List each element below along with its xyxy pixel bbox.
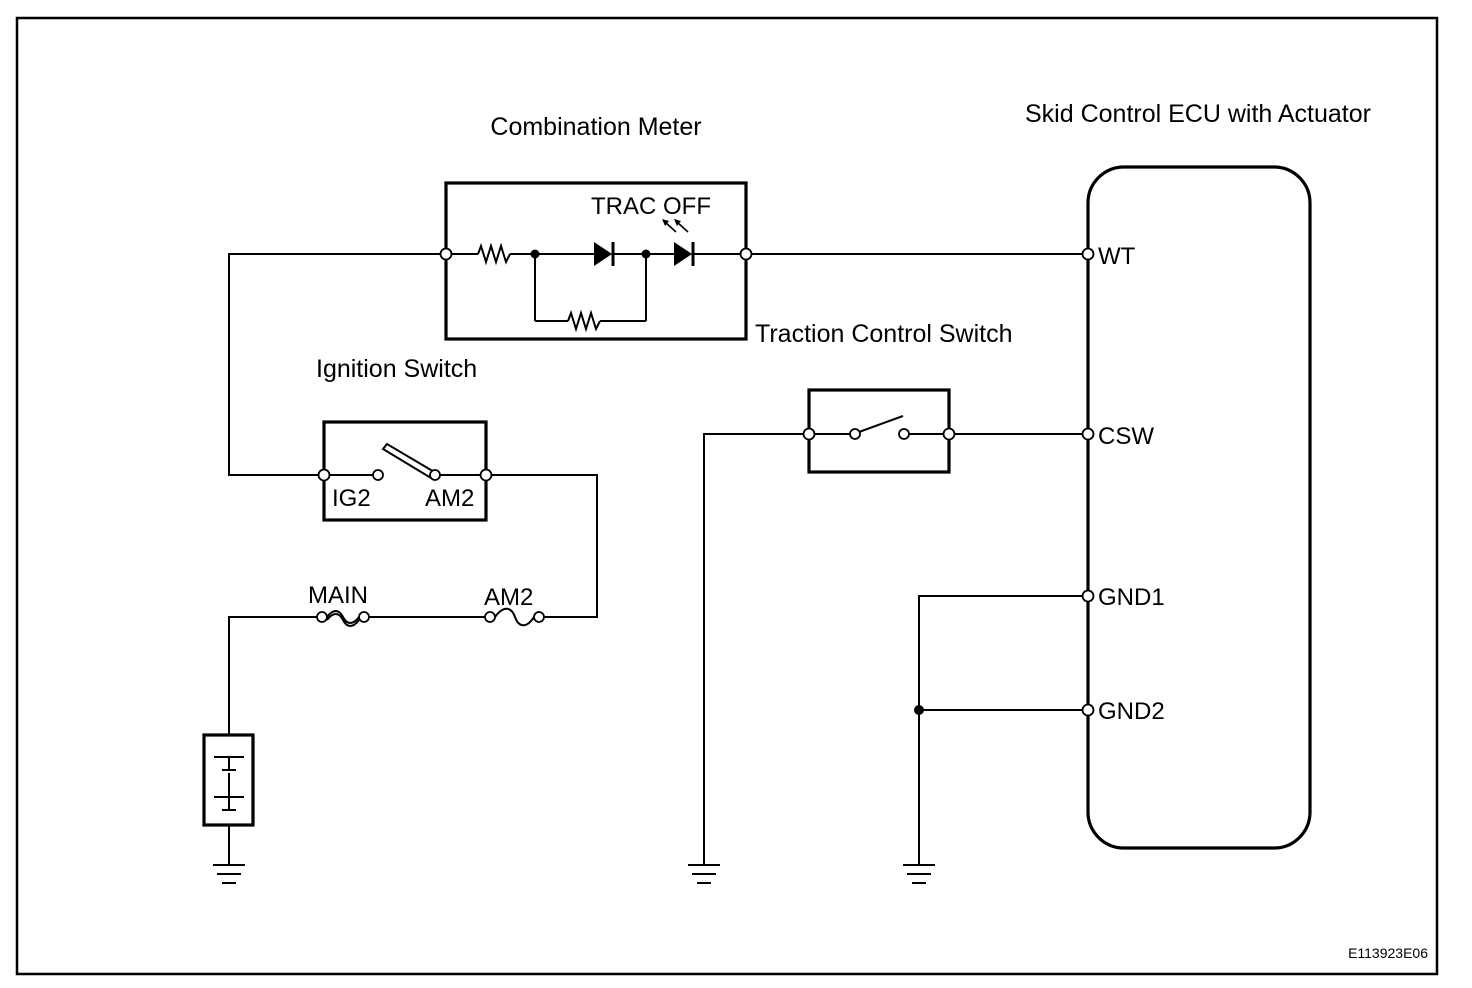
meter-junction-dot bbox=[530, 249, 540, 259]
ecu-pin-wt-label: WT bbox=[1098, 243, 1136, 270]
trac-off-indicator-label: TRAC OFF bbox=[591, 193, 711, 220]
combination-meter-title: Combination Meter bbox=[490, 113, 701, 141]
skid-control-ecu-title: Skid Control ECU with Actuator bbox=[1025, 100, 1371, 128]
switch-terminal-right bbox=[942, 427, 956, 441]
combination-meter: TRAC OFF bbox=[439, 181, 753, 341]
switch-contact-arm bbox=[858, 415, 904, 433]
traction-control-switch-title: Traction Control Switch bbox=[755, 320, 1013, 348]
meter-junction-dot bbox=[641, 249, 651, 259]
ignition-switch-lever bbox=[381, 442, 438, 480]
traction-control-switch-box bbox=[807, 388, 951, 474]
ground-junction-dot bbox=[914, 705, 924, 715]
skid-control-ecu: WT CSW GND1 GND2 bbox=[1081, 165, 1312, 850]
am2-fuse-icon bbox=[484, 607, 545, 627]
ignition-contact bbox=[372, 469, 384, 481]
ground-icon bbox=[213, 864, 245, 884]
figure-code: E113923E06 bbox=[1348, 945, 1428, 961]
switch-contact bbox=[849, 428, 861, 440]
ignition-pin-ig2-label: IG2 bbox=[332, 485, 371, 512]
diagram-frame bbox=[15, 16, 1439, 976]
traction-control-switch bbox=[802, 388, 956, 474]
ground-icon bbox=[688, 864, 720, 884]
meter-terminal-left bbox=[439, 247, 453, 261]
trac-off-led bbox=[662, 219, 695, 266]
ecu-pin-gnd1-label: GND1 bbox=[1098, 584, 1165, 611]
ignition-contact bbox=[429, 469, 441, 481]
battery-wire bbox=[228, 616, 317, 735]
switch-terminal-left bbox=[802, 427, 816, 441]
gnd1-wire bbox=[918, 595, 1083, 865]
am2-wire bbox=[491, 474, 598, 618]
ground-icon bbox=[903, 864, 935, 884]
ecu-pin-csw bbox=[1081, 427, 1095, 441]
switch-contact bbox=[898, 428, 910, 440]
switch-ground-wire bbox=[703, 433, 804, 865]
meter-diode bbox=[594, 242, 615, 266]
ignition-terminal-ig2 bbox=[317, 468, 331, 482]
ecu-pin-gnd2 bbox=[1081, 703, 1095, 717]
skid-control-ecu-box bbox=[1086, 165, 1312, 850]
meter-resistor-2 bbox=[567, 309, 601, 333]
main-fuse-label: MAIN bbox=[308, 582, 368, 609]
main-fuse-icon bbox=[316, 610, 370, 627]
meter-resistor-1 bbox=[477, 242, 511, 266]
battery-icon bbox=[202, 733, 255, 827]
ecu-pin-gnd1 bbox=[1081, 589, 1095, 603]
ignition-pin-am2-label: AM2 bbox=[425, 485, 474, 512]
ecu-pin-csw-label: CSW bbox=[1098, 423, 1154, 450]
ignition-switch-title: Ignition Switch bbox=[316, 355, 477, 383]
meter-terminal-right bbox=[739, 247, 753, 261]
ecu-pin-gnd2-label: GND2 bbox=[1098, 698, 1165, 725]
ignition-terminal-am2 bbox=[479, 468, 493, 482]
am2-fuse-label: AM2 bbox=[484, 584, 533, 611]
combination-meter-box bbox=[444, 181, 748, 341]
ignition-switch: IG2 AM2 bbox=[317, 420, 493, 522]
ecu-pin-wt bbox=[1081, 247, 1095, 261]
ig2-wire bbox=[228, 253, 441, 476]
